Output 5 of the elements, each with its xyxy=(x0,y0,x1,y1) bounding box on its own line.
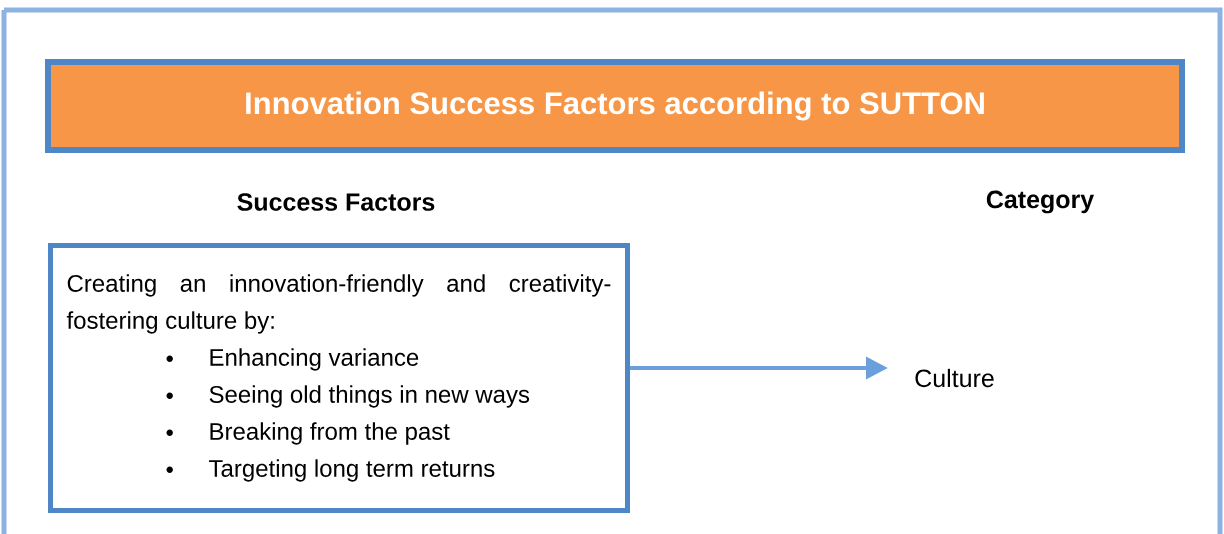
text-box: Creating an innovation-friendly and creativity-fostering culture by: Enhancing variance Seeing old things in new ways Breaking from the past Targeting long term returns xyxy=(48,243,630,513)
column-heading: Category xyxy=(986,190,1095,214)
title-banner: Innovation Success Factors according to SUTTON xyxy=(45,59,1185,153)
category-label: Culture xyxy=(915,368,994,388)
column-heading: Success Factors xyxy=(237,193,435,211)
